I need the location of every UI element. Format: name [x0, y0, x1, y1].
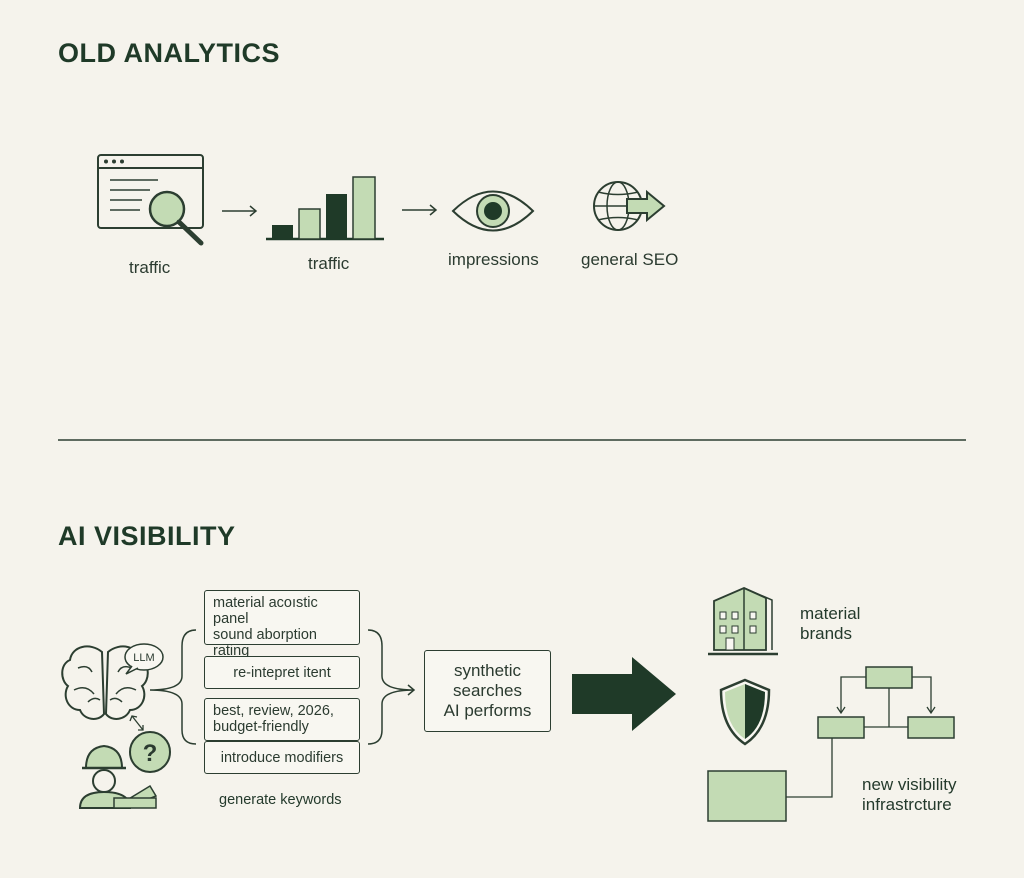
ai-visibility-title: AI VISIBILITY [58, 521, 236, 551]
new-visibility-label: new visibility infrastrcture [862, 775, 956, 815]
eye-icon [451, 190, 535, 232]
step-label: impressions [448, 250, 539, 269]
label-line: brands [800, 624, 852, 643]
keyword-line: budget-friendly [213, 719, 309, 735]
worker-question-icon: ? [78, 731, 171, 809]
connector-line [786, 738, 833, 798]
material-brands-label: material brands [800, 604, 860, 644]
label-line: infrastrcture [862, 795, 952, 814]
keyword-box: best, review, 2026, budget-friendly [204, 698, 360, 741]
double-arrow-icon [129, 715, 144, 731]
keyword-line: material acoıstic panel [213, 595, 318, 627]
keyword-line: introduce modifiers [220, 750, 344, 766]
llm-bubble-icon: LLM [124, 643, 164, 675]
keyword-box: introduce modifiers [204, 741, 360, 774]
brace-arrow [407, 684, 416, 696]
keyword-line: sound aborption rating [213, 627, 317, 659]
flow-arrow [222, 205, 258, 217]
left-brace [149, 629, 197, 745]
old-analytics-title: OLD ANALYTICS [58, 38, 281, 68]
keywords-caption: generate keywords [219, 792, 342, 808]
step-label: traffic [308, 254, 350, 273]
right-brace [367, 629, 415, 745]
big-arrow [572, 657, 676, 731]
synthetic-line: synthetic [453, 661, 522, 680]
question-mark: ? [143, 740, 158, 767]
network-diagram-icon [817, 666, 955, 739]
step-label: general SEO [581, 250, 679, 269]
synthetic-searches-box: synthetic searches AI performs [424, 650, 551, 732]
shield-icon [719, 678, 771, 746]
llm-label: LLM [133, 652, 154, 664]
flow-arrow [402, 204, 438, 216]
step-label: traffic [129, 258, 171, 277]
label-line: material [800, 604, 861, 623]
infrastructure-block [707, 770, 787, 822]
browser-search-icon [97, 154, 204, 246]
building-icon [708, 587, 778, 656]
keyword-box: material acoıstic panel sound aborption … [204, 590, 360, 675]
keyword-line: re-intepret itent [233, 665, 331, 681]
synthetic-line: searches [453, 681, 522, 700]
keyword-box: re-intepret itent [204, 656, 360, 689]
label-line: new visibility [862, 775, 957, 794]
synthetic-line: AI performs [443, 701, 532, 720]
globe-arrow-icon [593, 181, 666, 231]
bar-chart-icon [266, 176, 384, 241]
keyword-line: best, review, 2026, [213, 703, 334, 719]
